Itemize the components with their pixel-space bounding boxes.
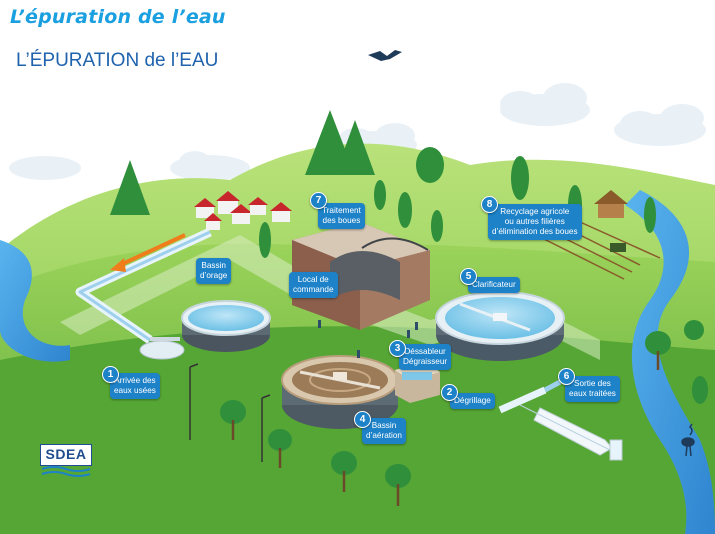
storm-basin [181,300,271,352]
sdea-logo-text: SDEA [45,446,87,462]
people [318,320,418,358]
station-7-badge: 7 [310,192,327,209]
station-3-badge: 3 [389,340,406,357]
outlet-pipe [498,379,623,461]
station-2-badge: 2 [441,384,458,401]
field [543,221,661,280]
barn [594,190,628,218]
river-right [625,190,715,534]
inlet-pipe-core [78,230,211,342]
flow-arrow-1-head [110,258,126,272]
inlet-structure [139,337,185,360]
station-8-badge: 8 [481,196,498,213]
station-4-badge: 4 [354,411,371,428]
river-left [0,240,70,362]
flow-arrow-1 [117,233,186,268]
bird-icon [368,50,402,61]
village-houses [194,191,292,230]
sdea-logo-waves [41,466,91,477]
station-5-badge: 5 [460,268,477,285]
station-5-label: Clarificateur [468,277,520,293]
sdea-logo-frame [40,444,92,466]
ground-lower [0,326,715,534]
station-2-label: Dégrillage [450,393,495,409]
station-1-badge: 1 [102,366,119,383]
title-primary: L’épuration de l’eau [10,6,226,28]
station-6-badge: 6 [558,368,575,385]
sdea-logo: SDEA [40,444,92,480]
tractor [610,243,626,252]
lamp-posts [189,363,271,462]
title-secondary: L’ÉPURATION de l’EAU [16,50,219,71]
clarifier [435,291,565,361]
heron-icon [681,423,695,457]
